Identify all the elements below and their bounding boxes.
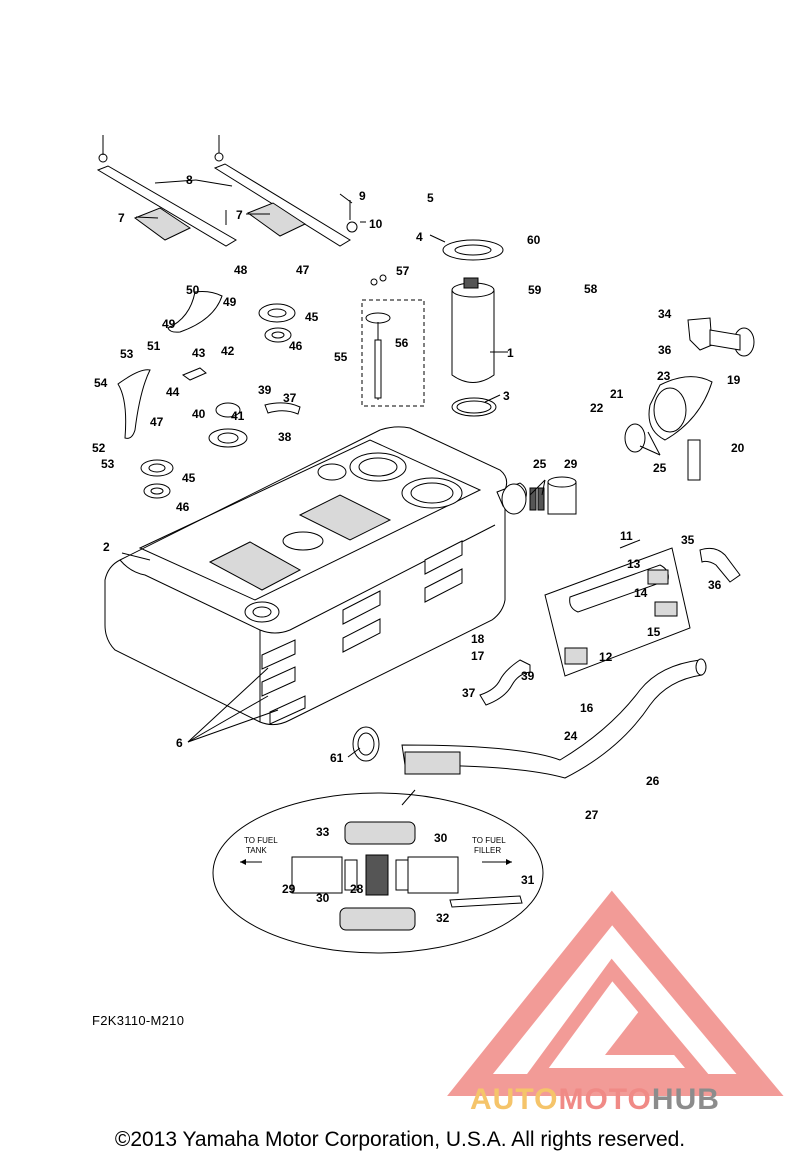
- vent-hoses: [117, 291, 531, 706]
- callout-52: 52: [92, 441, 106, 455]
- callout-28: 28: [350, 882, 364, 896]
- callout-4: 4: [416, 230, 423, 244]
- callout-7b: 7: [236, 208, 243, 222]
- watermark-brand: AUTOMOTOHUB: [470, 1083, 720, 1117]
- callout-15: 15: [647, 625, 661, 639]
- callout-19: 19: [727, 373, 741, 387]
- callout-36b: 36: [708, 578, 722, 592]
- callout-14: 14: [634, 586, 648, 600]
- callout-1: 1: [507, 346, 514, 360]
- callout-32: 32: [436, 911, 450, 925]
- tank-straps: [96, 135, 358, 247]
- callout-49a: 49: [223, 295, 237, 309]
- callout-54: 54: [94, 376, 108, 390]
- callout-59: 59: [528, 283, 542, 297]
- callout-39b: 39: [521, 669, 535, 683]
- callout-49b: 49: [162, 317, 176, 331]
- callout-47a: 47: [296, 263, 310, 277]
- level-sender: [361, 274, 425, 407]
- callout-46a: 46: [289, 339, 303, 353]
- watermark-brand-auto: AUTO: [470, 1083, 559, 1116]
- fuel-filter-bracket: [544, 547, 691, 677]
- callout-3: 3: [503, 389, 510, 403]
- callout-37b: 37: [462, 686, 476, 700]
- callout-9: 9: [359, 189, 366, 203]
- inset-label-right-line1: TO FUEL: [472, 836, 506, 845]
- fuel-pump-assembly: [442, 239, 504, 417]
- callout-30a: 30: [316, 891, 330, 905]
- callout-46b: 46: [176, 500, 190, 514]
- inset-detail: [212, 789, 544, 954]
- callout-42: 42: [221, 344, 235, 358]
- callout-57: 57: [396, 264, 410, 278]
- callout-26: 26: [646, 774, 660, 788]
- callout-60: 60: [527, 233, 541, 247]
- callout-25b: 25: [653, 461, 667, 475]
- callout-53a: 53: [120, 347, 134, 361]
- watermark-brand-moto: MOTO: [558, 1083, 652, 1116]
- inset-label-left-line2: TANK: [246, 846, 267, 855]
- callout-5: 5: [427, 191, 434, 205]
- callout-16: 16: [580, 701, 594, 715]
- callout-31: 31: [521, 873, 535, 887]
- callout-17: 17: [471, 649, 485, 663]
- callout-18: 18: [471, 632, 485, 646]
- callout-47b: 47: [150, 415, 164, 429]
- callout-30b: 30: [434, 831, 448, 845]
- callout-36a: 36: [658, 343, 672, 357]
- fuel-tank: [104, 426, 527, 726]
- callout-6: 6: [176, 736, 183, 750]
- callout-20: 20: [731, 441, 745, 455]
- callout-29a: 29: [564, 457, 578, 471]
- callout-38: 38: [278, 430, 292, 444]
- callout-55: 55: [334, 350, 348, 364]
- watermark-brand-hub: HUB: [651, 1083, 720, 1116]
- callout-24: 24: [564, 729, 578, 743]
- callout-43: 43: [192, 346, 206, 360]
- callout-45b: 45: [182, 471, 196, 485]
- diagram-code: F2K3110-M210: [92, 1013, 185, 1028]
- callout-58: 58: [584, 282, 598, 296]
- callout-44: 44: [166, 385, 180, 399]
- callout-12: 12: [599, 650, 613, 664]
- callout-29b: 29: [282, 882, 296, 896]
- callout-8: 8: [186, 173, 193, 187]
- callout-22: 22: [590, 401, 604, 415]
- callout-51: 51: [147, 339, 161, 353]
- callout-13: 13: [627, 557, 641, 571]
- inset-label-right-line2: FILLER: [474, 846, 501, 855]
- inset-label-left-line1: TO FUEL: [244, 836, 278, 845]
- callout-33: 33: [316, 825, 330, 839]
- callout-34: 34: [658, 307, 672, 321]
- copyright-notice: ©2013 Yamaha Motor Corporation, U.S.A. A…: [114, 1128, 686, 1151]
- callout-56: 56: [395, 336, 409, 350]
- callout-2: 2: [103, 540, 110, 554]
- callout-10: 10: [369, 217, 383, 231]
- leader-lines: [121, 179, 661, 758]
- callout-35: 35: [681, 533, 695, 547]
- callout-61: 61: [330, 751, 344, 765]
- callout-41: 41: [231, 409, 245, 423]
- filler-hose: [352, 476, 707, 779]
- callout-37a: 37: [283, 391, 297, 405]
- callout-45a: 45: [305, 310, 319, 324]
- filler-cap-assembly: [624, 317, 755, 583]
- callout-50: 50: [186, 283, 200, 297]
- callout-48: 48: [234, 263, 248, 277]
- callout-27: 27: [585, 808, 599, 822]
- callout-53b: 53: [101, 457, 115, 471]
- watermark-logo: [447, 890, 784, 1096]
- callout-11: 11: [620, 529, 633, 543]
- callout-numbers: 1 2 3 4 5 6 7 7 8 9 10 11 12 13 14 15 16…: [92, 173, 745, 925]
- callout-39a: 39: [258, 383, 272, 397]
- callout-21: 21: [610, 387, 624, 401]
- callout-25a: 25: [533, 457, 547, 471]
- callout-40: 40: [192, 407, 206, 421]
- callout-7a: 7: [118, 211, 125, 225]
- callout-23: 23: [657, 369, 671, 383]
